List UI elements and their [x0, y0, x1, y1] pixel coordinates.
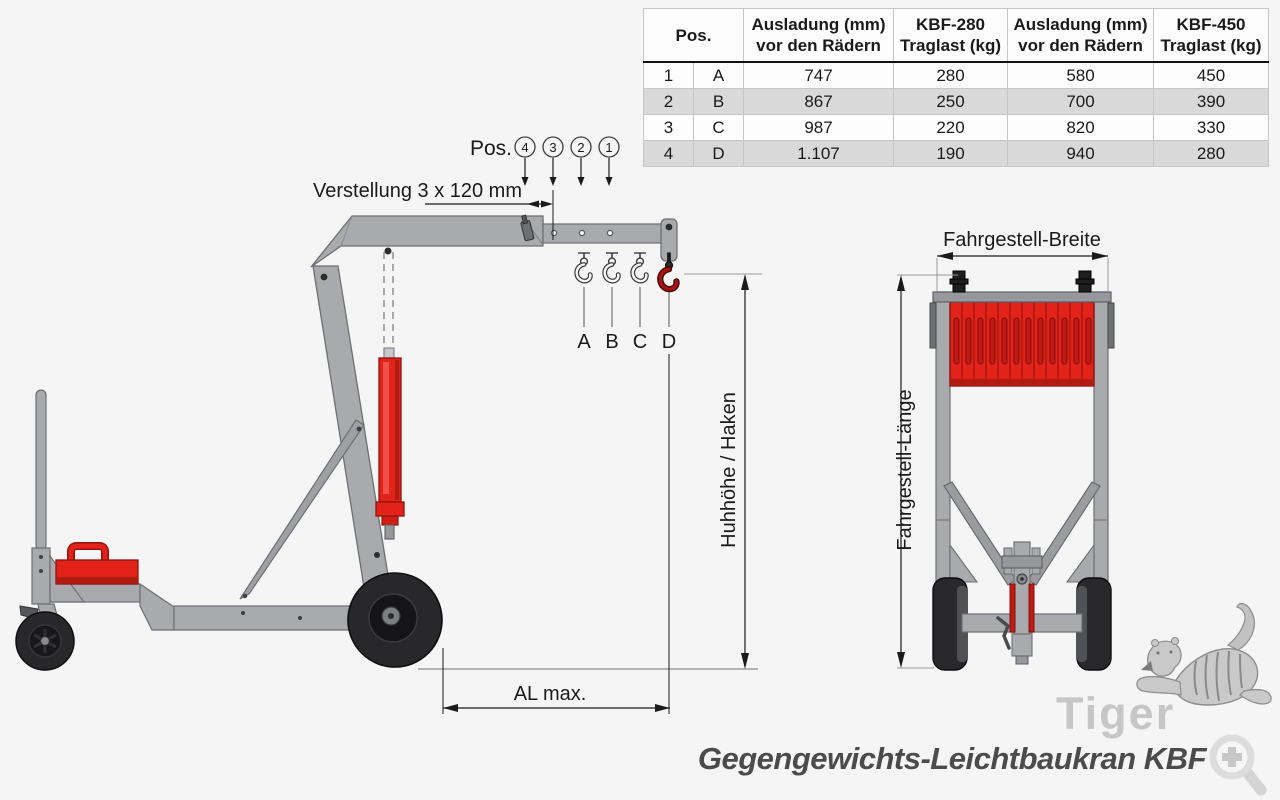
rear-wheel	[347, 572, 443, 668]
table-header-row: Pos. Ausladung (mm) vor den Rädern KBF-2…	[643, 8, 1269, 63]
col-header-outreach-450: Ausladung (mm) vor den Rädern	[1007, 8, 1154, 63]
header-line: KBF-280	[916, 15, 985, 34]
table-cell: 390	[1153, 88, 1269, 115]
load-capacity-table: Pos. Ausladung (mm) vor den Rädern KBF-2…	[643, 8, 1269, 167]
pos-marker-4: 4	[521, 140, 528, 155]
chassis-length-dimension: Fahrgestell-Länge	[894, 274, 958, 669]
hook-positions: A B C D	[577, 252, 677, 353]
table-cell: 820	[1007, 114, 1154, 141]
counterweight-box	[55, 542, 139, 585]
table-row: 1 A 747 280 580 450	[643, 61, 1269, 89]
table-cell: 280	[893, 61, 1008, 89]
adjustment-label: Verstellung 3 x 120 mm	[313, 180, 522, 202]
table-cell: 450	[1153, 61, 1269, 89]
header-line: Ausladung (mm)	[1013, 15, 1148, 34]
page-title: Gegengewichts-Leichtbaukran KBF	[697, 741, 1207, 776]
front-view-drawing	[929, 270, 1115, 671]
side-view-drawing	[15, 214, 678, 671]
pos-marker-2: 2	[577, 140, 584, 155]
table-cell: 940	[1007, 140, 1154, 167]
table-cell: 330	[1153, 114, 1269, 141]
table-row: 3 C 987 220 820 330	[643, 114, 1269, 141]
table-cell: 580	[1007, 61, 1154, 89]
table-cell: 3	[643, 114, 694, 141]
header-line: Traglast (kg)	[1160, 36, 1262, 55]
table-cell: D	[693, 140, 744, 167]
header-line: Traglast (kg)	[899, 36, 1002, 55]
pos-marker-3: 3	[549, 140, 556, 155]
boom-latch	[520, 214, 535, 242]
hook-label-b: B	[605, 331, 618, 353]
hook-a	[577, 253, 591, 281]
table-cell: 867	[743, 88, 894, 115]
table-cell: 2	[643, 88, 694, 115]
tiger-illustration	[1136, 602, 1272, 706]
pos-marker-1: 1	[605, 140, 612, 155]
table-cell: 280	[1153, 140, 1269, 167]
support-strut	[239, 419, 365, 600]
table-cell: 190	[893, 140, 1008, 167]
zoom-icon[interactable]	[1209, 734, 1267, 796]
table-cell: C	[693, 114, 744, 141]
outreach-label: AL max.	[514, 683, 587, 705]
header-line: vor den Rädern	[756, 36, 881, 55]
outreach-dimension: AL max.	[442, 354, 670, 714]
table-cell: 250	[893, 88, 1008, 115]
table-cell: 987	[743, 114, 894, 141]
col-header-kbf450: KBF-450 Traglast (kg)	[1153, 8, 1269, 63]
table-row: 2 B 867 250 700 390	[643, 88, 1269, 115]
hook-height-label: Huhhöhe / Haken	[718, 392, 740, 548]
position-markers: Pos. 4 3 2 1	[470, 136, 620, 186]
hydraulic-cylinder	[375, 347, 405, 540]
hook-height-dimension: Huhhöhe / Haken	[418, 273, 762, 670]
adjustment-dimension: Verstellung 3 x 120 mm	[313, 180, 554, 240]
table-cell: 1	[643, 61, 694, 89]
table-cell: 700	[1007, 88, 1154, 115]
table-cell: 747	[743, 61, 894, 89]
pos-label: Pos.	[470, 137, 512, 160]
table-cell: B	[693, 88, 744, 115]
chassis-width-label: Fahrgestell-Breite	[943, 229, 1101, 251]
hook-c	[633, 253, 647, 281]
hook-b	[605, 253, 619, 281]
table-cell: 4	[643, 140, 694, 167]
col-header-kbf280: KBF-280 Traglast (kg)	[893, 8, 1008, 63]
hook-label-d: D	[662, 331, 676, 353]
col-header-outreach-280: Ausladung (mm) vor den Rädern	[743, 8, 894, 63]
piston-rod-dashed	[383, 247, 394, 358]
front-center-mast	[996, 541, 1043, 665]
chassis-width-dimension: Fahrgestell-Breite	[936, 229, 1109, 292]
hook-label-c: C	[633, 331, 647, 353]
header-line: KBF-450	[1176, 15, 1246, 34]
brand-wordmark: Tiger	[1056, 688, 1176, 739]
chassis-length-label: Fahrgestell-Länge	[894, 389, 916, 550]
col-header-pos: Pos.	[643, 8, 744, 63]
table-row: 4 D 1.107 190 940 280	[643, 140, 1269, 167]
caster-wheel	[15, 603, 75, 671]
table-cell: 1.107	[743, 140, 894, 167]
hook-label-a: A	[577, 331, 591, 353]
table-cell: A	[693, 61, 744, 89]
table-cell: 220	[893, 114, 1008, 141]
crane-boom	[310, 214, 678, 268]
header-line: vor den Rädern	[1018, 36, 1143, 55]
front-counterweight	[949, 301, 1095, 387]
header-line: Ausladung (mm)	[751, 15, 886, 34]
